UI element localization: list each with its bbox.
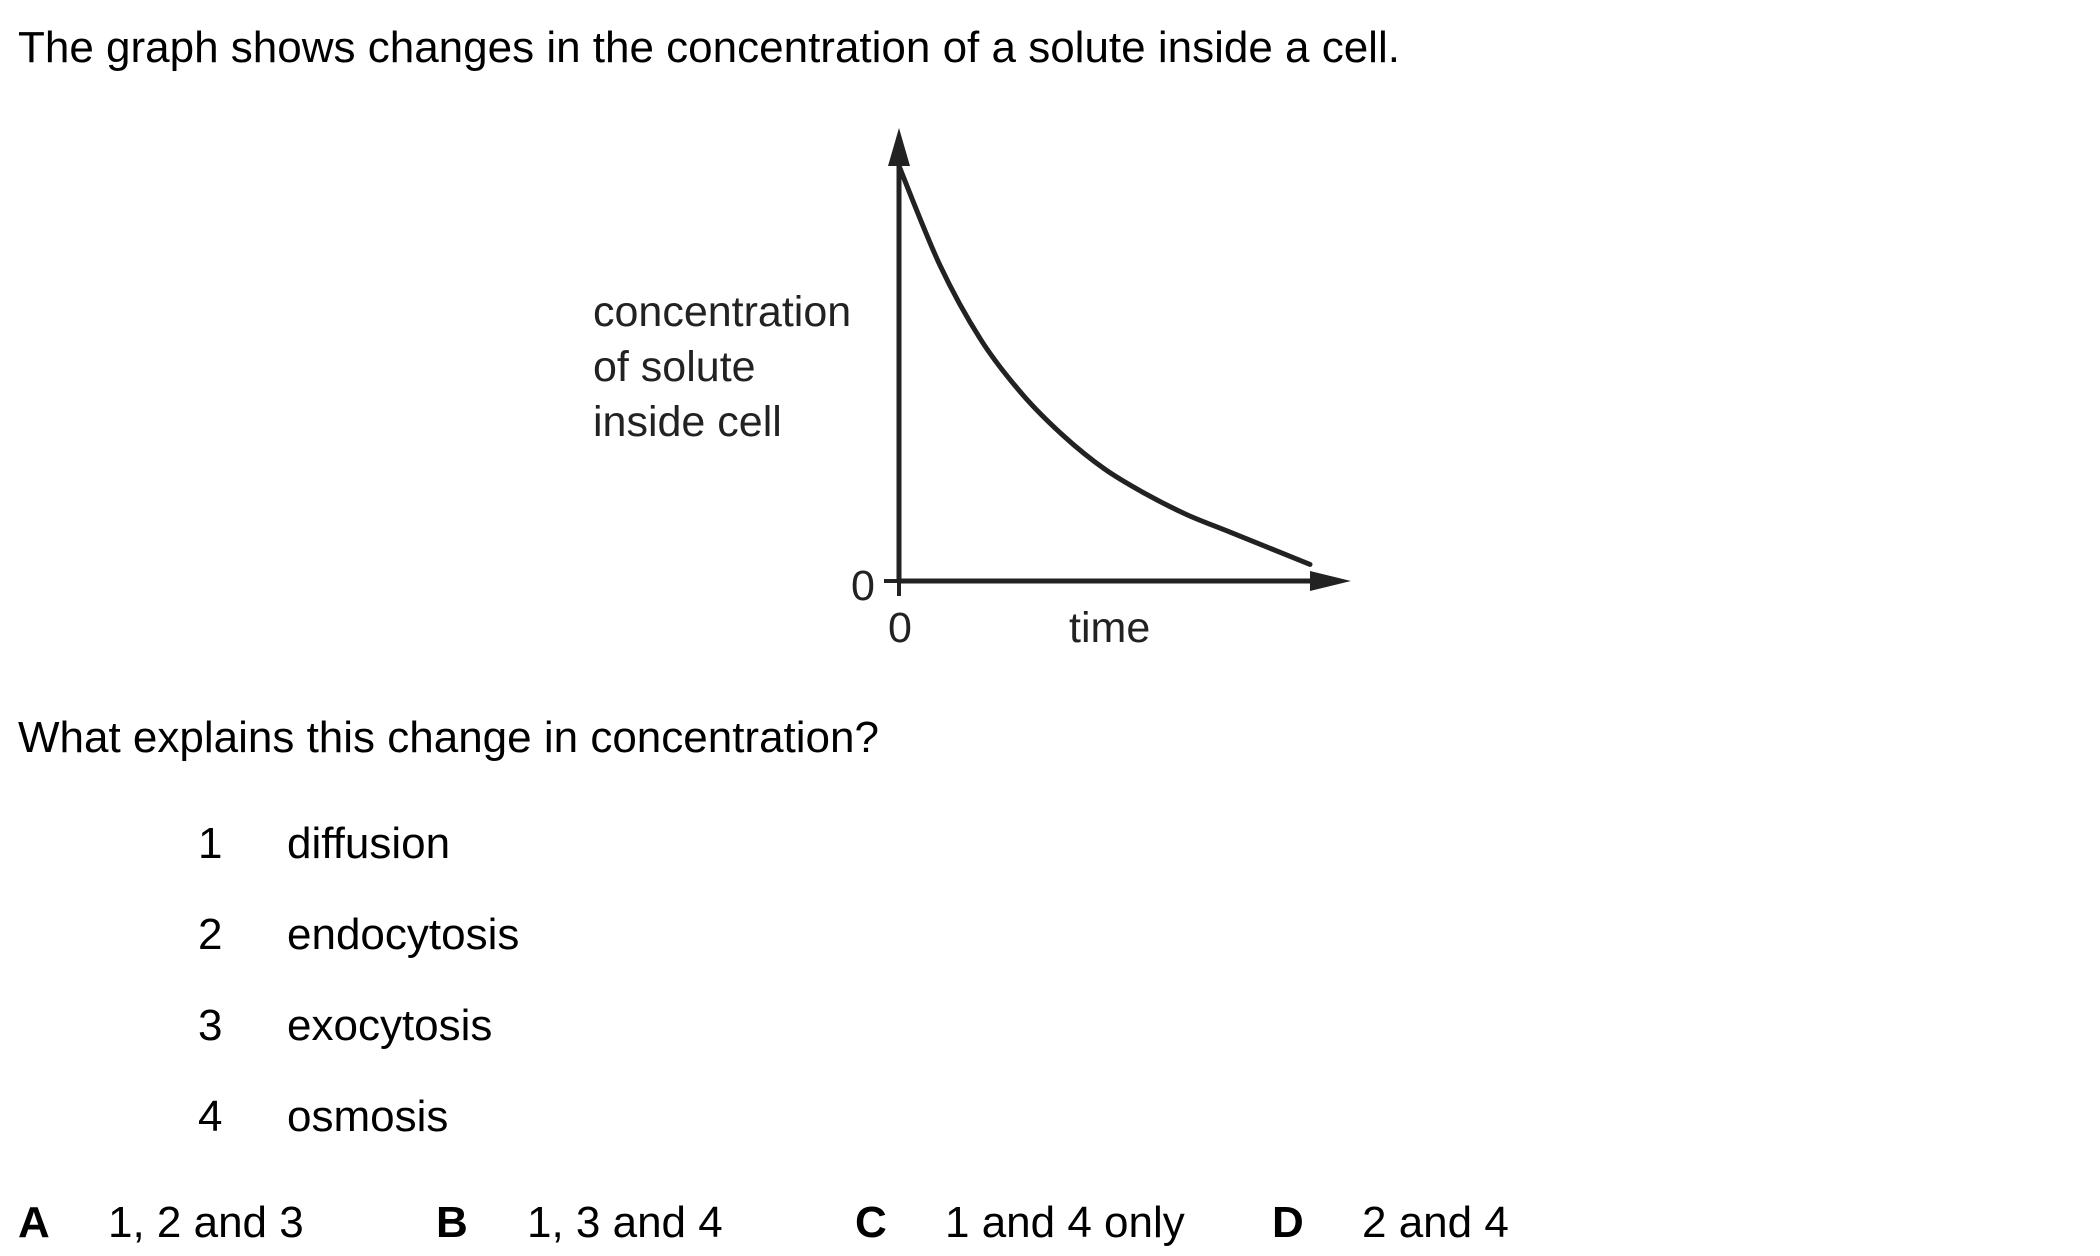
x-axis-label: time (1069, 604, 1151, 652)
option-d[interactable]: D (1272, 1201, 1304, 1245)
option-a-text: 1, 2 and 3 (108, 1198, 304, 1247)
option-c[interactable]: C (855, 1201, 887, 1245)
y-axis-label-line-2: of solute (593, 343, 756, 391)
statement-text: osmosis (287, 1092, 449, 1141)
statement-number: 4 (198, 1092, 223, 1141)
option-b-text: 1, 3 and 4 (527, 1198, 723, 1247)
statement-text: exocytosis (287, 1001, 493, 1050)
chart-axes (884, 128, 1351, 596)
x-origin-label: 0 (888, 604, 912, 652)
y-axis-arrowhead (888, 128, 910, 166)
y-origin-label: 0 (851, 562, 875, 610)
statement-text: diffusion (287, 819, 451, 868)
option-letter: B (436, 1198, 468, 1247)
y-axis-label-line-1: concentration (593, 288, 852, 336)
statement-number: 3 (198, 1001, 223, 1050)
statement-number: 1 (198, 819, 223, 868)
option-b[interactable]: B (436, 1201, 468, 1245)
option-letter: A (18, 1198, 50, 1247)
question-prompt: What explains this change in concentrati… (18, 713, 879, 762)
option-d-text: 2 and 4 (1362, 1198, 1509, 1247)
option-c-text: 1 and 4 only (945, 1198, 1185, 1247)
statement-number: 2 (198, 910, 223, 959)
concentration-curve (896, 163, 1313, 567)
question-intro: The graph shows changes in the concentra… (18, 23, 1400, 72)
concentration-time-chart (884, 128, 1351, 596)
option-letter: C (855, 1198, 887, 1247)
statement-text: endocytosis (287, 910, 520, 959)
y-axis-label-line-3: inside cell (593, 398, 782, 446)
option-letter: D (1272, 1198, 1304, 1247)
x-axis-arrowhead (1310, 571, 1351, 591)
option-a[interactable]: A (18, 1201, 50, 1245)
